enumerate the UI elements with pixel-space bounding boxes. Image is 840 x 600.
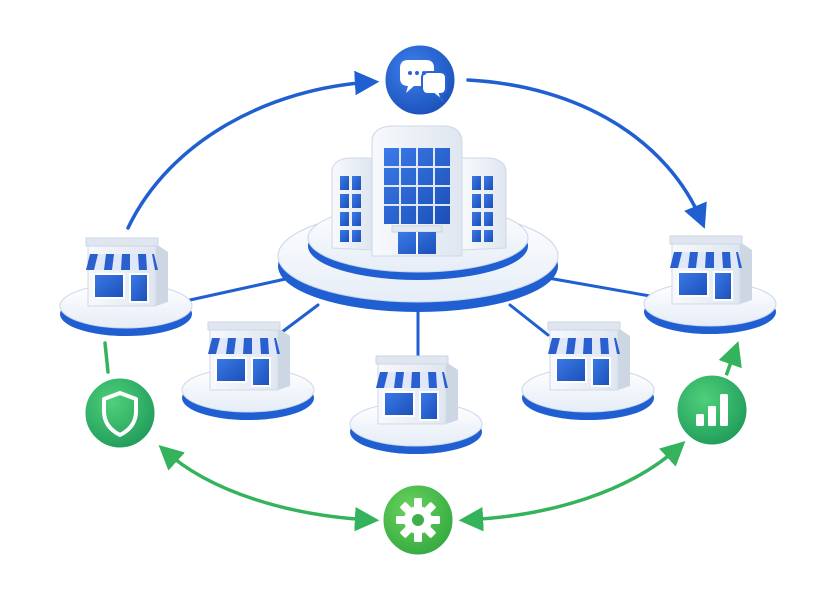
bar-chart-icon bbox=[696, 394, 728, 426]
arrow-chat-to-right bbox=[466, 78, 707, 229]
store-bottom-left bbox=[181, 321, 315, 421]
blue-flow-arrows bbox=[126, 70, 707, 230]
headquarters-building-icon bbox=[331, 125, 507, 257]
storefront-icon bbox=[349, 355, 483, 455]
green-flow-arrows bbox=[103, 341, 742, 532]
storefront-icon bbox=[521, 321, 655, 421]
storefront-icon bbox=[181, 321, 315, 421]
storefront-icon bbox=[643, 235, 777, 335]
arrow-left-to-chat bbox=[126, 70, 380, 230]
connector-bottom-left bbox=[276, 303, 320, 337]
headquarters-hub bbox=[277, 125, 559, 312]
store-bottom-center bbox=[349, 355, 483, 455]
settings-badge bbox=[380, 482, 456, 558]
connector-left bbox=[188, 276, 292, 302]
store-right bbox=[643, 235, 777, 335]
hub-connectors bbox=[188, 276, 652, 360]
shield-icon bbox=[102, 391, 138, 437]
analytics-badge bbox=[674, 372, 750, 448]
arrow-left-to-shield bbox=[103, 341, 110, 374]
storefront-icon bbox=[59, 237, 193, 337]
store-left bbox=[59, 237, 193, 337]
connector-bottom-right bbox=[508, 303, 550, 337]
chat-bubbles-icon bbox=[400, 60, 447, 103]
arrow-shield-gear bbox=[158, 445, 380, 532]
connector-right bbox=[546, 276, 652, 298]
chat-badge bbox=[382, 42, 458, 118]
gear-icon bbox=[396, 498, 440, 542]
arrow-analytics-to-right bbox=[718, 341, 742, 378]
arrow-gear-analytics bbox=[458, 441, 686, 532]
security-badge bbox=[82, 375, 158, 451]
store-bottom-right bbox=[521, 321, 655, 421]
